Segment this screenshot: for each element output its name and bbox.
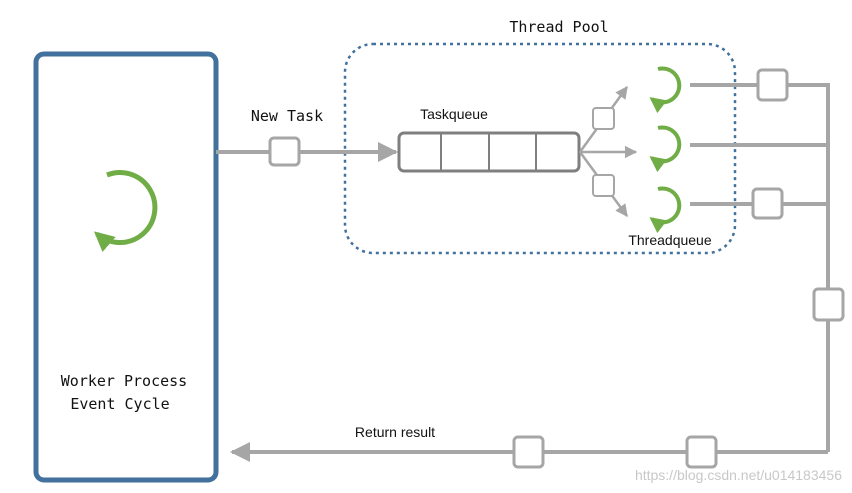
return-message-box-right	[685, 435, 718, 469]
dispatch-message-box-upper	[592, 107, 615, 130]
dispatch-message-box-lower	[592, 174, 615, 197]
watermark: https://blog.csdn.net/u014183456	[635, 467, 842, 483]
worker-label-line1: Worker Process	[61, 372, 187, 390]
worker-cycle-icon	[93, 170, 158, 253]
return-message-box-left	[512, 435, 545, 469]
result-message-box-1	[756, 68, 789, 102]
thread-cycle-icon-1	[649, 66, 682, 114]
return-result-label: Return result	[355, 424, 435, 440]
new-task-label: New Task	[251, 107, 323, 125]
thread-pool-title: Thread Pool	[509, 18, 608, 36]
result-message-box-vertical	[812, 287, 845, 322]
thread-cycle-icon-3	[649, 186, 682, 234]
thread-pool-boundary	[343, 42, 737, 255]
worker-label-line2: Event Cycle	[70, 395, 169, 413]
result-message-box-3	[751, 187, 784, 220]
threadqueue-label: Threadqueue	[628, 232, 712, 248]
taskqueue-label: Taskqueue	[420, 106, 488, 122]
worker-process-box	[33, 51, 219, 483]
thread-cycle-icon-2	[649, 125, 682, 173]
new-task-message-box	[268, 136, 301, 167]
